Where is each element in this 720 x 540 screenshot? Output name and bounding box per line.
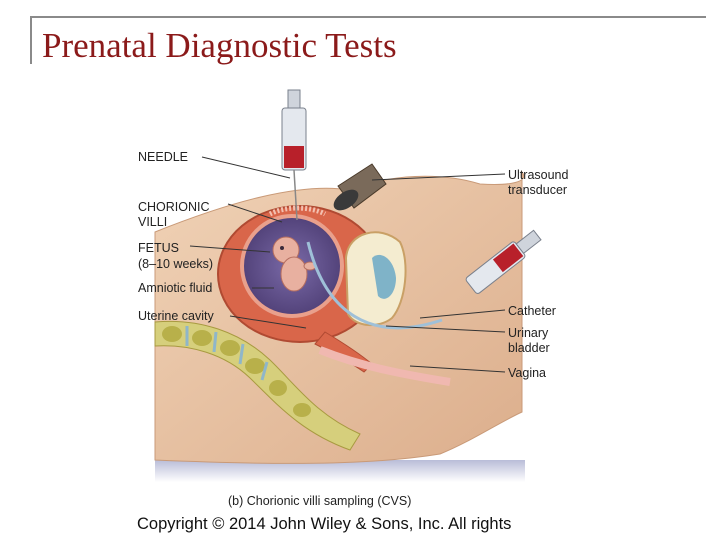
slide-frame-left [30, 16, 32, 64]
label-ultrasound-transducer: Ultrasound transducer [508, 168, 569, 197]
copyright-notice: Copyright © 2014 John Wiley & Sons, Inc.… [137, 515, 512, 533]
needle-syringe [281, 89, 307, 221]
label-catheter: Catheter [508, 304, 556, 318]
fetus [272, 236, 317, 292]
leader-lines [189, 156, 506, 373]
fetus-eye [280, 246, 284, 250]
ultrasound-transducer-device [333, 163, 387, 211]
label-fetus-age: (8–10 weeks) [138, 257, 214, 271]
spine [154, 320, 361, 451]
spine-discs [185, 326, 269, 381]
vertebrae [162, 326, 311, 417]
chorionic-villi [268, 205, 327, 217]
label-chorionic-villi: CHORIONIC VILLI [138, 200, 210, 229]
label-vagina: Vagina [508, 366, 546, 380]
label-uterine-cavity: Uterine cavity [138, 309, 214, 323]
label-urinary-bladder: Urinary bladder [508, 326, 550, 355]
figure-caption: (b) Chorionic villi sampling (CVS) [228, 494, 412, 508]
cvs-illustration [154, 89, 542, 482]
slide-frame-top [30, 16, 706, 18]
label-fetus: FETUS [138, 241, 179, 255]
bladder-fluid [372, 254, 396, 299]
catheter-syringe [465, 229, 542, 294]
vagina-canal [318, 346, 451, 386]
label-amniotic-fluid: Amniotic fluid [138, 281, 213, 295]
catheter-tube [306, 241, 443, 330]
slide-title: Prenatal Diagnostic Tests [42, 26, 397, 65]
label-needle: NEEDLE [138, 150, 189, 164]
base-shadow [155, 460, 525, 482]
